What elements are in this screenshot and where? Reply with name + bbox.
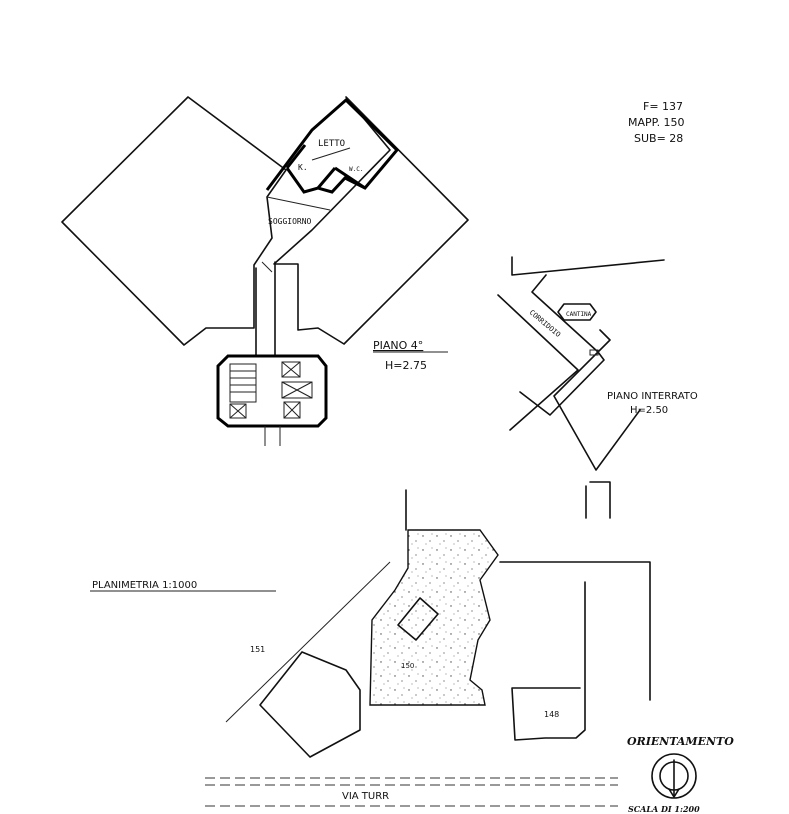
- site-plan-title: PLANIMETRIA 1:1000: [92, 580, 197, 591]
- room-label-soggiorno: SOGGIORNO: [268, 217, 312, 226]
- cantina-label: CANTINA: [566, 311, 592, 318]
- basement-corridor-wall: [553, 329, 641, 471]
- living-partition: [266, 196, 331, 211]
- room-label-cucina: K.: [298, 163, 308, 172]
- building-in-lot-150: [397, 597, 439, 641]
- staircase: [229, 363, 257, 403]
- right-wing-outline: [273, 96, 469, 345]
- elevator-3: [229, 403, 247, 419]
- corridor-door: [261, 261, 273, 273]
- room-label-wc: W.C.: [349, 166, 363, 173]
- lot-148-outline: [499, 561, 651, 701]
- orientation: ORIENTAMENTO SCALA DI 1:200: [627, 735, 734, 814]
- basement-plan: CANTINA CORRIDOIO PIANO INTERRATO H=2.50: [497, 256, 698, 519]
- parcel-label-148: 148: [544, 710, 559, 719]
- cadastral-reference: F= 137 MAPP. 150 SUB= 28: [628, 100, 685, 145]
- elevator-2: [281, 381, 313, 399]
- bath-wall-2: [334, 166, 366, 190]
- basement-height: H=2.50: [630, 405, 668, 416]
- foglio-number: F= 137: [643, 100, 683, 113]
- elevator-4: [283, 401, 301, 419]
- bedroom-partition: [311, 147, 351, 161]
- floor-plan-title: PIANO 4°: [373, 339, 423, 352]
- cantina-door: [589, 349, 599, 356]
- elevator-1: [281, 361, 301, 378]
- basement-inner-wall: [519, 274, 605, 416]
- parcel-label-151: 151: [250, 645, 265, 654]
- room-label-letto: LETTO: [318, 139, 345, 149]
- left-wing-outline: [61, 96, 287, 346]
- cantina-box: [557, 303, 597, 321]
- floor-plan-height: H=2.75: [385, 359, 427, 372]
- basement-top-wall: [511, 256, 665, 276]
- stair-core: [216, 354, 328, 446]
- subalterno-number: SUB= 28: [634, 132, 683, 145]
- north-arrow-head-icon: [668, 788, 680, 798]
- parcel-label-150: 150: [401, 662, 414, 670]
- bath-wall: [316, 167, 337, 189]
- site-plan: PLANIMETRIA 1:1000 151 150 148 VIA TURR: [90, 489, 651, 807]
- orientation-label: ORIENTAMENTO: [627, 735, 734, 748]
- drawing-scale: SCALA DI 1:200: [628, 804, 700, 814]
- basement-title: PIANO INTERRATO: [607, 391, 698, 402]
- compass-circle: [651, 753, 697, 799]
- corridor-label: CORRIDOIO: [528, 308, 562, 339]
- ramp-right: [589, 481, 611, 519]
- fourth-floor-plan: LETTO K. W.C. SOGGIORNO PIANO 4°: [61, 96, 469, 446]
- building-151: [259, 651, 361, 758]
- building-148: [511, 581, 586, 741]
- kitchen-wall: [285, 144, 307, 169]
- mappale-number: MAPP. 150: [628, 116, 685, 129]
- lot-151-boundary: [225, 561, 391, 723]
- basement-outer-wall: [497, 294, 579, 431]
- street-name: VIA TURR: [342, 791, 389, 802]
